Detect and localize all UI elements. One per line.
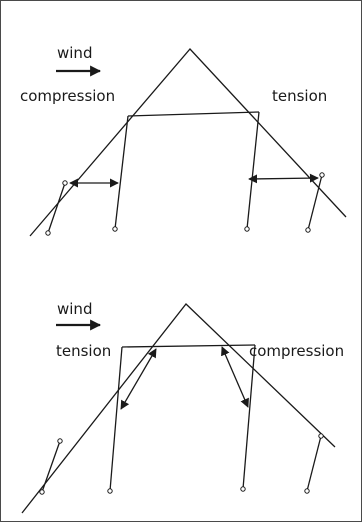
right-outer-leg-bottom [306, 435, 322, 492]
left-outer-leg-top [47, 182, 66, 234]
left-outer-leg-bottom [41, 440, 61, 493]
pin-joints-bottom [39, 433, 324, 495]
right-inner-column-top [246, 111, 260, 230]
compression-label-bottom: compression [249, 342, 345, 360]
tension-label-bottom: tension [56, 342, 112, 360]
right-inner-column-bottom [242, 344, 256, 490]
compression-label-top: compression [20, 87, 116, 105]
bottom-frame-diagram [21, 303, 336, 514]
right-strut-arrow-top [248, 173, 319, 184]
wind-label-bottom: wind [57, 300, 93, 318]
roof-outline-top [29, 48, 347, 237]
tie-beam-bottom [121, 344, 256, 348]
tie-beam-top [127, 111, 260, 117]
left-inner-column-top [114, 115, 129, 230]
roof-outline-bottom [21, 303, 336, 514]
tension-label-top: tension [272, 87, 328, 105]
wind-label-top: wind [57, 44, 93, 62]
right-outer-leg-top [307, 174, 323, 231]
right-knee-brace-arrow-bottom [221, 346, 249, 408]
top-frame-diagram [29, 48, 347, 237]
left-inner-column-bottom [109, 346, 123, 492]
pin-joints-top [45, 172, 325, 236]
left-knee-brace-arrow-bottom [120, 348, 157, 410]
